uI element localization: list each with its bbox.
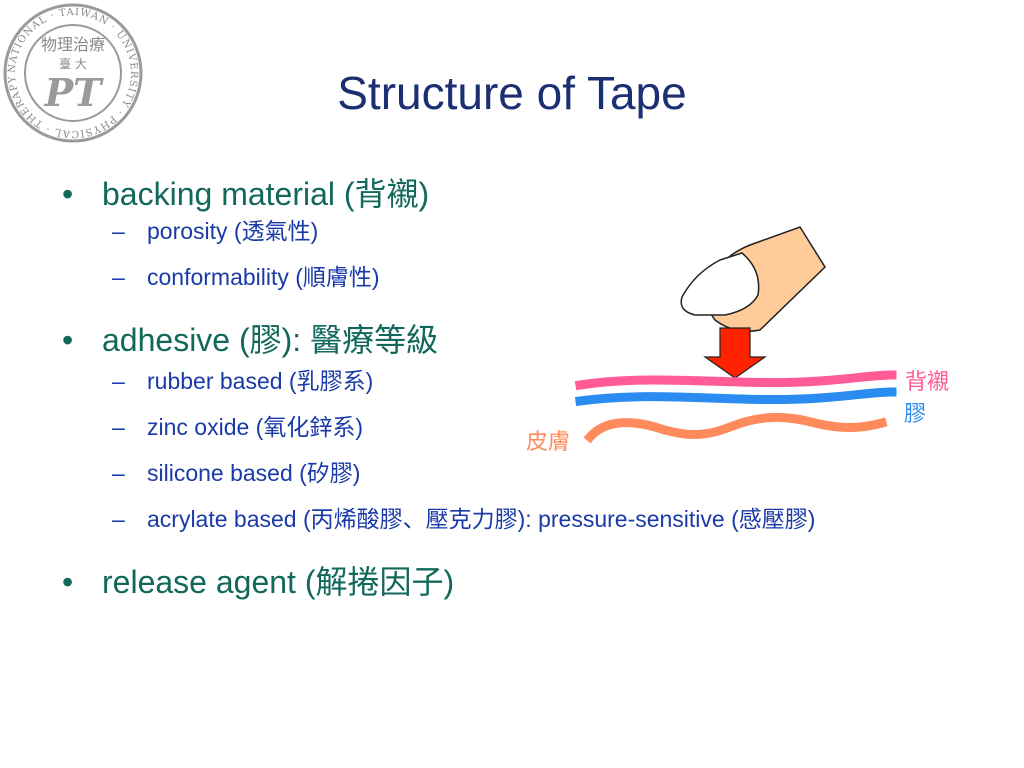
bullet-dot: • — [62, 322, 74, 358]
tape-structure-diagram — [574, 226, 897, 444]
sub-dash: – — [112, 368, 125, 394]
logo-center-chars: 物理治療 — [41, 35, 105, 54]
logo-monogram: PT — [44, 70, 105, 115]
sub-rubber-based: – rubber based (乳膠系) — [62, 366, 942, 396]
sub-dash: – — [112, 218, 125, 244]
sub-text: rubber based (乳膠系) — [147, 368, 374, 394]
bullet-adhesive: • adhesive (膠): 醫療等級 — [62, 318, 942, 362]
skin-layer — [583, 412, 888, 444]
sub-dash: – — [112, 460, 125, 486]
sub-text: silicone based (矽膠) — [147, 460, 361, 486]
sub-text: conformability (順膚性) — [147, 264, 380, 290]
bullet-dot: • — [62, 564, 74, 600]
sub-dash: – — [112, 264, 125, 290]
university-seal-logo: NATIONAL · TAIWAN · UNIVERSITY · PHYSICA… — [3, 3, 143, 143]
sub-zinc-oxide: – zinc oxide (氧化鋅系) — [62, 412, 942, 442]
skin-label: 皮膚 — [526, 430, 571, 455]
bullet-release-agent: • release agent (解捲因子) — [62, 560, 942, 604]
adhesive-layer — [574, 387, 897, 407]
sub-text: acrylate based (丙烯酸膠、壓克力膠): pressure-sen… — [147, 506, 816, 532]
logo-side-chars: 臺 大 — [59, 56, 87, 71]
slide-title: Structure of Tape — [337, 67, 687, 119]
bullet-dot: • — [62, 176, 74, 212]
sub-porosity: – porosity (透氣性) — [62, 216, 942, 246]
sub-silicone-based: – silicone based (矽膠) — [62, 458, 942, 488]
bullet-text: backing material (背襯) — [102, 176, 430, 212]
sub-text: porosity (透氣性) — [147, 218, 319, 244]
bullet-backing-material: • backing material (背襯) — [62, 172, 942, 216]
adhesive-label: 膠 — [904, 402, 927, 427]
sub-text: zinc oxide (氧化鋅系) — [147, 414, 363, 440]
sub-dash: – — [112, 414, 125, 440]
bullet-text: adhesive (膠): 醫療等級 — [102, 322, 439, 358]
backing-layer — [574, 370, 897, 391]
sub-acrylate-based: – acrylate based (丙烯酸膠、壓克力膠): pressure-s… — [62, 504, 907, 534]
backing-label: 背襯 — [905, 370, 950, 395]
bullet-list: • backing material (背襯) – porosity (透氣性)… — [62, 172, 942, 604]
bullet-text: release agent (解捲因子) — [102, 564, 455, 600]
sub-dash: – — [112, 506, 125, 532]
finger-icon — [680, 226, 826, 332]
sub-conformability: – conformability (順膚性) — [62, 262, 942, 292]
down-arrow-icon — [703, 327, 767, 379]
